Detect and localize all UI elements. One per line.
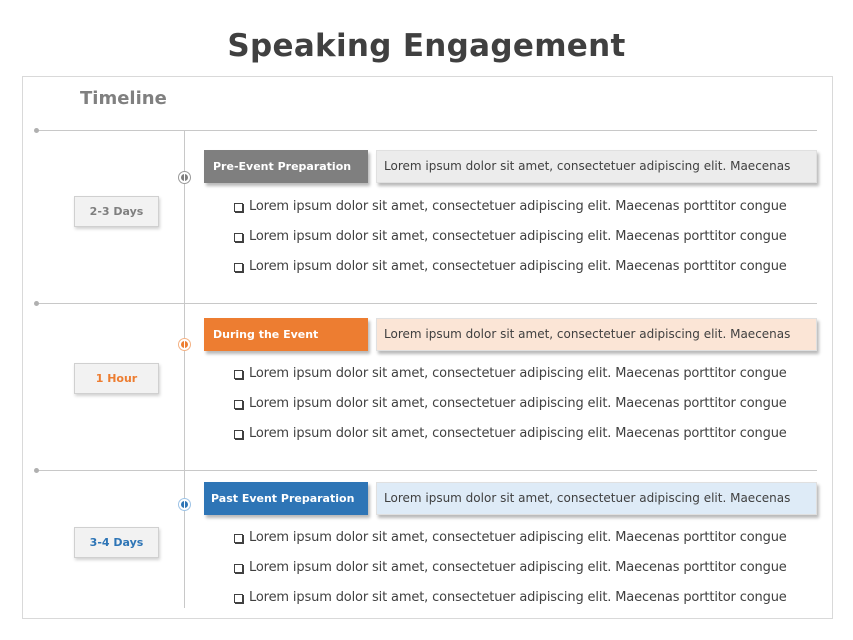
timeline-node-icon <box>178 338 191 351</box>
list-item: Lorem ipsum dolor sit amet, consectetuer… <box>234 228 814 258</box>
section-divider <box>34 468 817 473</box>
checkbox-square-icon <box>234 430 243 439</box>
page-title: Speaking Engagement <box>227 28 626 64</box>
checkbox-square-icon <box>234 534 243 543</box>
bullet-list: Lorem ipsum dolor sit amet, consectetuer… <box>234 365 814 455</box>
list-item: Lorem ipsum dolor sit amet, consectetuer… <box>234 395 814 425</box>
divider-dot-icon <box>34 128 39 133</box>
timeline-vertical-axis <box>184 130 185 608</box>
list-item: Lorem ipsum dolor sit amet, consectetuer… <box>234 198 814 228</box>
checkbox-square-icon <box>234 203 243 212</box>
checkbox-square-icon <box>234 233 243 242</box>
list-item: Lorem ipsum dolor sit amet, consectetuer… <box>234 559 814 589</box>
stage-title: Pre-Event Preparation <box>204 150 368 183</box>
list-item: Lorem ipsum dolor sit amet, consectetuer… <box>234 365 814 395</box>
list-item: Lorem ipsum dolor sit amet, consectetuer… <box>234 425 814 455</box>
section-divider <box>34 128 817 133</box>
checkbox-square-icon <box>234 370 243 379</box>
timeline-heading: Timeline <box>80 88 167 109</box>
stage-description: Lorem ipsum dolor sit amet, consectetuer… <box>376 318 817 351</box>
checkbox-square-icon <box>234 263 243 272</box>
stage-description: Lorem ipsum dolor sit amet, consectetuer… <box>376 150 817 183</box>
bullet-list: Lorem ipsum dolor sit amet, consectetuer… <box>234 529 814 619</box>
list-item: Lorem ipsum dolor sit amet, consectetuer… <box>234 589 814 619</box>
duration-badge: 1 Hour <box>74 363 159 394</box>
timeline-node-icon <box>178 171 191 184</box>
stage-description: Lorem ipsum dolor sit amet, consectetuer… <box>376 482 817 515</box>
stage-title: Past Event Preparation <box>204 482 368 515</box>
list-item: Lorem ipsum dolor sit amet, consectetuer… <box>234 529 814 559</box>
stage-title: During the Event <box>204 318 368 351</box>
timeline-node-icon <box>178 498 191 511</box>
checkbox-square-icon <box>234 594 243 603</box>
section-divider <box>34 301 817 306</box>
divider-dot-icon <box>34 468 39 473</box>
list-item: Lorem ipsum dolor sit amet, consectetuer… <box>234 258 814 288</box>
divider-dot-icon <box>34 301 39 306</box>
checkbox-square-icon <box>234 400 243 409</box>
duration-badge: 2-3 Days <box>74 196 159 227</box>
checkbox-square-icon <box>234 564 243 573</box>
duration-badge: 3-4 Days <box>74 527 159 558</box>
bullet-list: Lorem ipsum dolor sit amet, consectetuer… <box>234 198 814 288</box>
